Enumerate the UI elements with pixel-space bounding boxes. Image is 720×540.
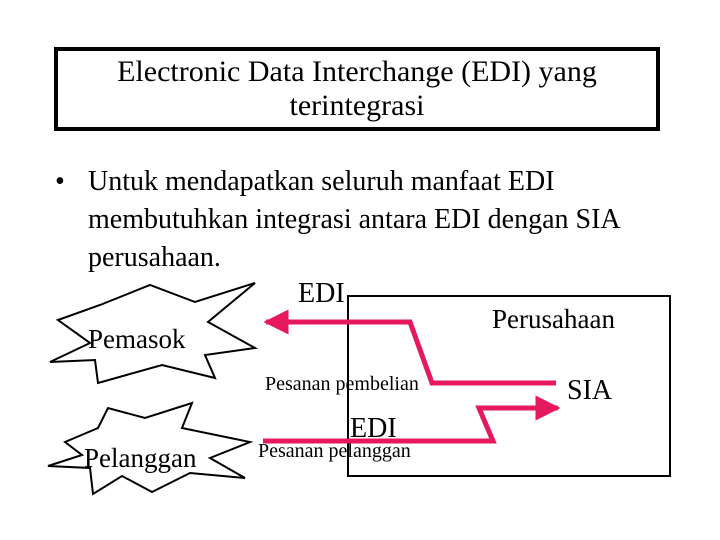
bullet-symbol: • (55, 166, 65, 197)
supplier-starburst-shape (49, 282, 259, 385)
bullet-point: • Untuk mendapatkan seluruh manfaat EDI … (55, 163, 675, 277)
company-box (347, 295, 671, 477)
supplier-label: Pemasok (88, 324, 186, 354)
bullet-text: Untuk mendapatkan seluruh manfaat EDI me… (88, 166, 620, 273)
sia-label: SIA (567, 375, 613, 406)
customer-label: Pelanggan (84, 443, 197, 473)
slide-title-text: Electronic Data Interchange (EDI) yang t… (117, 55, 597, 122)
purchase-order-label: Pesanan pembelian (265, 373, 419, 395)
company-label: Perusahaan (492, 304, 615, 334)
customer-order-label: Pesanan pelanggan (258, 440, 411, 462)
customer-order-arrow (263, 395, 561, 444)
customer-starburst-shape (47, 401, 254, 496)
purchase-order-arrow (263, 309, 556, 386)
slide-title: Electronic Data Interchange (EDI) yang t… (54, 47, 660, 131)
edi-top-label: EDI (298, 278, 345, 309)
